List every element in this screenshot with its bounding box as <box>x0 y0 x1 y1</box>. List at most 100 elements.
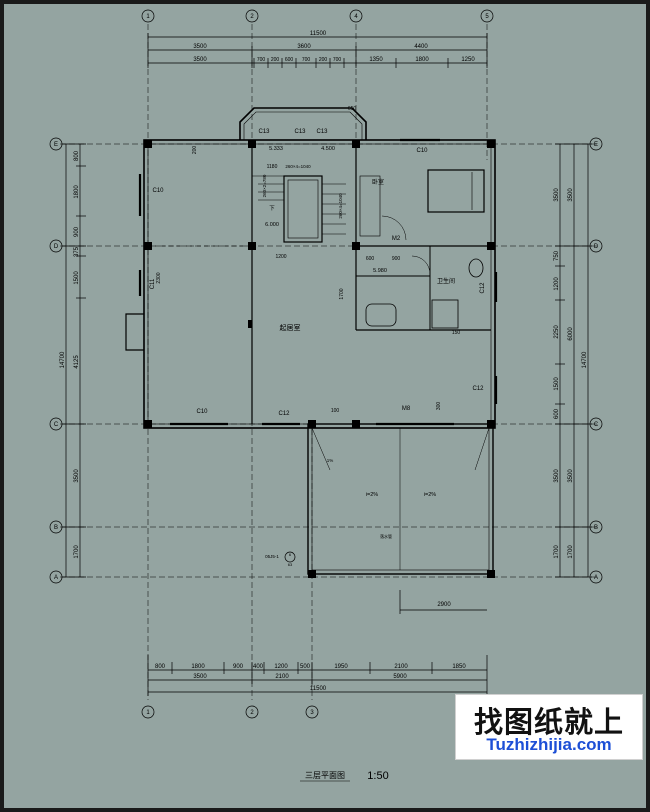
stair-label-2: 260×2=780 <box>262 174 267 197</box>
window-c13-a: C13 <box>258 129 270 135</box>
stair-down-label: 下 <box>269 205 275 212</box>
dim-left-f: 4125 <box>74 355 80 369</box>
dim-right-f: 600 <box>554 408 560 419</box>
dim-right-h: 1700 <box>554 545 560 559</box>
dim-top3-b: 700 <box>257 57 266 63</box>
dim-bot-i: 1850 <box>452 664 466 670</box>
dim-right-c: 1200 <box>554 277 560 291</box>
level-5980: 5.980 <box>373 268 387 274</box>
dim-right2-b: 6000 <box>568 327 574 341</box>
dim-left-h: 1700 <box>74 545 80 559</box>
drawing-scale: 1:50 <box>367 770 388 782</box>
dim-bot-h: 2100 <box>394 664 408 670</box>
detail-sheet: 63 <box>288 562 293 567</box>
axis-label-1-bottom: 1 <box>146 710 150 716</box>
room-bedroom: 卧室 <box>372 178 384 186</box>
dim-top3-c: 200 <box>271 57 280 63</box>
axis-label-a-left: A <box>54 575 58 581</box>
right-dimension-lines <box>555 143 592 578</box>
dim-top3-g: 700 <box>333 57 342 63</box>
dim-misc-200: 200 <box>192 146 198 155</box>
axis-label-5-top: 5 <box>485 14 489 20</box>
window-c10-left: C10 <box>152 188 164 194</box>
dim-bot-a: 800 <box>155 664 166 670</box>
dim-right-a: 3500 <box>554 188 560 202</box>
window-c10-top: C10 <box>416 148 428 154</box>
axis-label-4-top: 4 <box>354 14 358 20</box>
dim-top-3600: 3600 <box>297 44 311 50</box>
dim-right-total: 14700 <box>582 351 588 368</box>
axis-label-c-left: C <box>54 422 59 428</box>
door-m2: M2 <box>392 236 401 242</box>
window-c12-right-a: C12 <box>480 282 486 294</box>
dim-top3-d: 600 <box>285 57 294 63</box>
axis-label-3-bottom: 3 <box>310 710 314 716</box>
side-note: 1% <box>327 458 334 463</box>
axis-label-a-right: A <box>594 575 598 581</box>
axis-label-e-right: E <box>594 142 598 148</box>
room-living: 起居室 <box>280 323 301 332</box>
axis-label-c-right: C <box>594 422 599 428</box>
dim-left-b: 1800 <box>74 185 80 199</box>
dim-bot-e: 1200 <box>274 664 288 670</box>
dim-bot2-a: 3500 <box>193 674 207 680</box>
dim-left-g: 3500 <box>74 469 80 483</box>
window-c10-bottom: C10 <box>196 409 208 415</box>
level-5333: 5.333 <box>269 146 283 152</box>
window-c13-b: C13 <box>294 129 306 135</box>
dim-top-total: 11500 <box>310 31 327 37</box>
dim-right-e: 1500 <box>554 377 560 391</box>
dim-right2-d: 1700 <box>568 545 574 559</box>
dim-balcony: 2900 <box>437 602 451 608</box>
dim-misc-600: 600 <box>366 256 375 262</box>
drawing-title: 三层平面图 <box>305 771 345 780</box>
dim-misc-650: 650 <box>348 106 357 112</box>
axis-label-b-right: B <box>594 525 598 531</box>
slope-label-2: i=2% <box>424 492 436 498</box>
dim-right-b: 750 <box>554 250 560 261</box>
axis-label-d-left: D <box>54 244 59 250</box>
dim-left-c: 900 <box>74 226 80 237</box>
dim-right-g: 3500 <box>554 469 560 483</box>
dim-top3-f: 200 <box>319 57 328 63</box>
watermark-logo: 找图纸就上 Tuzhizhijia.com <box>455 694 643 760</box>
dim-bot-d: 400 <box>253 664 264 670</box>
dim-misc-1200: 1200 <box>275 254 286 260</box>
dim-right-d: 2250 <box>554 325 560 339</box>
dim-right2-c: 3500 <box>568 469 574 483</box>
watermark-chinese-text: 找图纸就上 <box>473 705 624 739</box>
dim-misc-300: 300 <box>436 402 442 411</box>
building-walls <box>125 107 498 578</box>
dim-bot2-b: 2100 <box>275 674 289 680</box>
level-4500: 4.500 <box>321 146 335 152</box>
top-dimension-lines <box>147 33 488 68</box>
window-c13-c: C13 <box>316 129 328 135</box>
left-dimension-lines <box>62 143 86 578</box>
axis-label-d-right: D <box>594 244 599 250</box>
axis-bubble-circles <box>49 9 603 719</box>
axis-label-e-left: E <box>54 142 58 148</box>
watermark-url: Tuzhizhijia.com <box>486 735 612 754</box>
dim-bot2-c: 5900 <box>393 674 407 680</box>
detail-num: 6 <box>289 552 292 557</box>
drain-label: 落水管 <box>380 533 392 539</box>
dim-top3-a: 3500 <box>193 57 207 63</box>
axis-label-2-bottom: 2 <box>250 710 254 716</box>
dim-top-3500: 3500 <box>193 44 207 50</box>
dim-bot-f: 500 <box>300 664 311 670</box>
stair-label-1: 260×4=1040 <box>285 164 311 169</box>
dim-left-e: 1500 <box>74 271 80 285</box>
dim-top3-j: 1250 <box>461 57 475 63</box>
stair-label-3: 260×4=1040 <box>338 193 343 219</box>
dim-bot-b: 1800 <box>191 664 205 670</box>
dim-bot-total: 11500 <box>310 686 327 692</box>
axis-label-2-top: 2 <box>250 14 254 20</box>
dim-left-total: 14700 <box>60 351 66 368</box>
slope-label-1: i=2% <box>366 492 378 498</box>
dim-misc-1180: 1180 <box>267 164 278 170</box>
detail-ref: 05J5-1 <box>265 554 279 559</box>
dim-top3-i: 1800 <box>415 57 429 63</box>
dim-top-4400: 4400 <box>414 44 428 50</box>
level-6000: 6.000 <box>265 222 279 228</box>
